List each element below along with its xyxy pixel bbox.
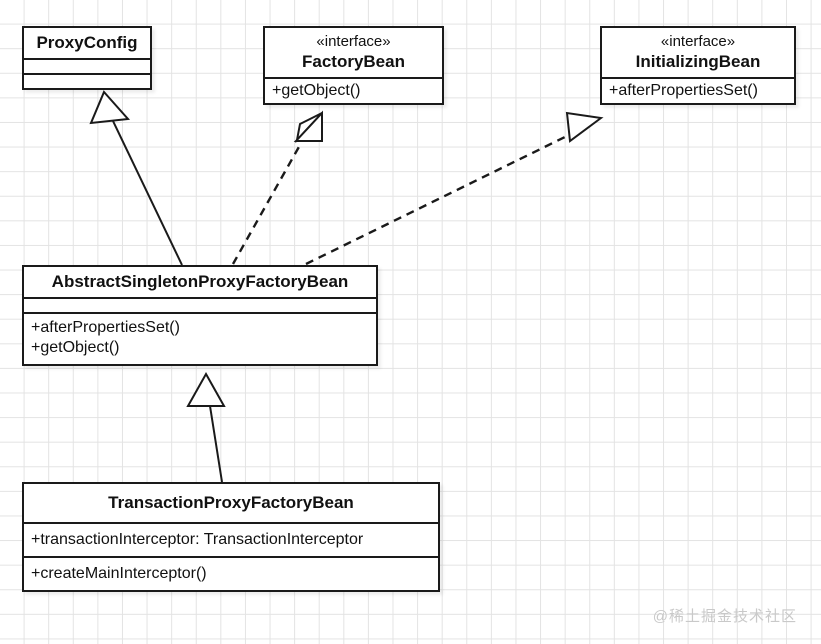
class-header-factory-bean: «interface» FactoryBean: [265, 28, 442, 77]
edge-line: [112, 120, 183, 266]
edge-realization-abstract-to-factorybean[interactable]: [231, 110, 323, 265]
class-name: InitializingBean: [635, 52, 761, 71]
edge-line: [231, 144, 302, 265]
hollow-triangle-arrowhead: [186, 371, 226, 407]
edge-line: [209, 405, 223, 483]
operations-compartment: +getObject(): [265, 77, 442, 103]
class-name: AbstractSingletonProxyFactoryBean: [51, 272, 349, 291]
operation-item: +afterPropertiesSet(): [609, 82, 758, 99]
class-name: ProxyConfig: [36, 33, 138, 52]
class-name: TransactionProxyFactoryBean: [108, 493, 354, 512]
watermark-text: @稀土掘金技术社区: [652, 608, 797, 625]
operation-item: +createMainInterceptor(): [31, 565, 207, 582]
class-name: FactoryBean: [302, 52, 405, 71]
operation-item: +afterPropertiesSet(): [31, 319, 180, 336]
edge-realization-abstract-to-initializingbean[interactable]: [305, 111, 604, 266]
hollow-triangle-arrowhead: [295, 112, 323, 144]
hollow-triangle-arrowhead: [89, 90, 131, 125]
class-header-proxy-config: ProxyConfig: [24, 28, 150, 58]
class-box-proxy-config[interactable]: ProxyConfig: [22, 26, 152, 90]
class-box-abstract-singleton-proxy-factory-bean[interactable]: AbstractSingletonProxyFactoryBean +after…: [22, 265, 378, 366]
class-box-transaction-proxy-factory-bean[interactable]: TransactionProxyFactoryBean +transaction…: [22, 482, 440, 592]
class-box-factory-bean[interactable]: «interface» FactoryBean +getObject(): [263, 26, 444, 105]
class-header-abstract-singleton-proxy-factory-bean: AbstractSingletonProxyFactoryBean: [24, 267, 376, 297]
edge-line: [305, 134, 568, 266]
attributes-compartment: +transactionInterceptor: TransactionInte…: [24, 522, 438, 556]
operations-compartment: +afterPropertiesSet(): [602, 77, 794, 103]
hollow-triangle-arrowhead: [565, 111, 604, 143]
class-header-initializing-bean: «interface» InitializingBean: [602, 28, 794, 77]
class-stereotype: «interface»: [660, 33, 736, 50]
operation-item: +getObject(): [31, 339, 120, 356]
class-box-initializing-bean[interactable]: «interface» InitializingBean +afterPrope…: [600, 26, 796, 105]
attributes-compartment: [24, 297, 376, 312]
operations-compartment: +createMainInterceptor(): [24, 556, 438, 590]
class-header-transaction-proxy-factory-bean: TransactionProxyFactoryBean: [24, 484, 438, 522]
operations-compartment: [24, 73, 150, 88]
attribute-item: +transactionInterceptor: TransactionInte…: [31, 531, 364, 548]
operations-compartment: +afterPropertiesSet() +getObject(): [24, 312, 376, 364]
hollow-triangle-arrowhead-body: [293, 110, 323, 142]
operation-item: +getObject(): [272, 82, 361, 99]
edge-generalization-abstract-to-proxyconfig[interactable]: [89, 90, 183, 266]
edge-generalization-transaction-to-abstract[interactable]: [186, 371, 226, 483]
attributes-compartment: [24, 58, 150, 73]
class-stereotype: «interface»: [316, 33, 391, 50]
